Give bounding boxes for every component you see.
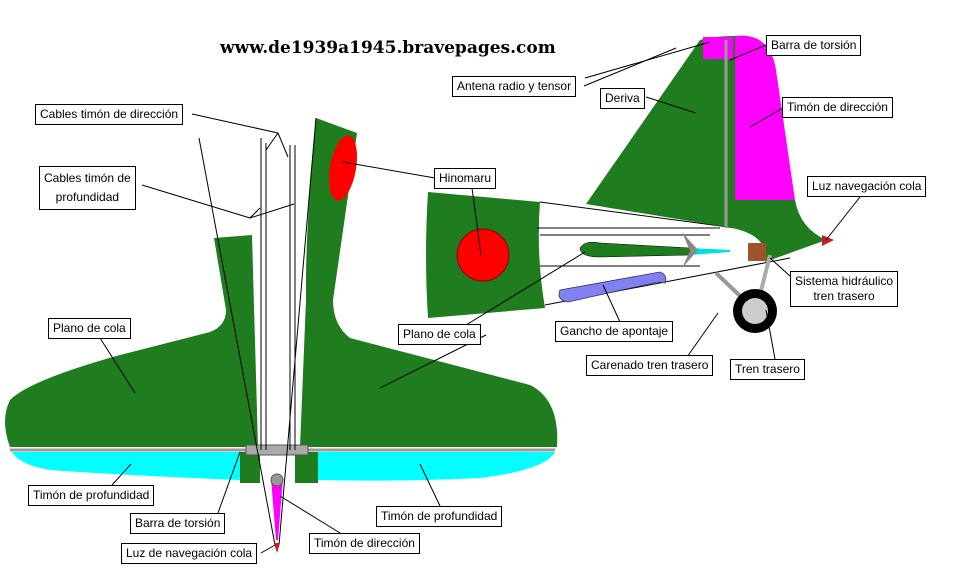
label-line-2: tren trasero [813, 289, 875, 303]
label-timon-profundidad-left: Timón de profundidad [28, 485, 155, 506]
arrestor-hook [558, 271, 667, 303]
top-tail-light [274, 543, 280, 553]
top-rudder [271, 478, 283, 540]
hinomaru-top [328, 135, 358, 201]
label-plano-cola-side: Plano de cola [398, 324, 481, 345]
label-antena: Antena radio y tensor [452, 76, 577, 97]
side-fin [586, 36, 826, 262]
label-line-1: Cables timón de [44, 171, 131, 185]
elevator-root-left [240, 452, 260, 483]
tail-wheel-hub [742, 298, 768, 324]
leader-lines [99, 44, 861, 554]
elevator-root-right [295, 452, 318, 483]
label-cables-profundidad: Cables timón de profundidad [39, 166, 136, 210]
right-stabilizer [300, 118, 558, 447]
top-view [5, 117, 558, 553]
label-line-2: profundidad [55, 190, 120, 204]
torsion-bar-hinge [245, 444, 309, 456]
site-url: www.de1939a1945.bravepages.com [220, 38, 556, 58]
label-line-1: Sistema hidráulico [795, 274, 894, 288]
label-timon-direccion-top: Timón de dirección [309, 533, 420, 554]
rudder-hinge [270, 473, 284, 487]
label-hinomaru: Hinomaru [434, 168, 497, 189]
label-plano-cola-top: Plano de cola [48, 318, 131, 339]
arrestor-hook-housing [579, 241, 691, 258]
hydraulic-unit [748, 243, 766, 261]
label-carenado: Carenado tren trasero [586, 355, 714, 376]
hinomaru-side [456, 228, 510, 282]
hook-tip [690, 248, 730, 255]
side-tail-light [822, 235, 834, 246]
label-deriva: Deriva [600, 88, 645, 109]
label-tren-trasero: Tren trasero [730, 359, 805, 380]
label-timon-direccion-side: Timón de dirección [782, 97, 893, 118]
label-barra-torsion-side: Barra de torsión [766, 35, 862, 56]
label-gancho: Gancho de apontaje [555, 321, 674, 342]
rudder-top-horn [703, 37, 733, 59]
label-timon-profundidad-right: Timón de profundidad [376, 506, 503, 527]
label-luz-navegacion-side: Luz navegación cola [807, 176, 927, 197]
right-elevator [318, 452, 555, 481]
label-barra-torsion-top: Barra de torsión [130, 513, 226, 534]
label-luz-navegacion-top: Luz de navegación cola [121, 543, 258, 564]
hook-fins [682, 232, 698, 268]
left-stabilizer [5, 235, 258, 447]
label-cables-direccion: Cables timón de dirección [35, 104, 184, 125]
left-elevator [12, 452, 240, 480]
